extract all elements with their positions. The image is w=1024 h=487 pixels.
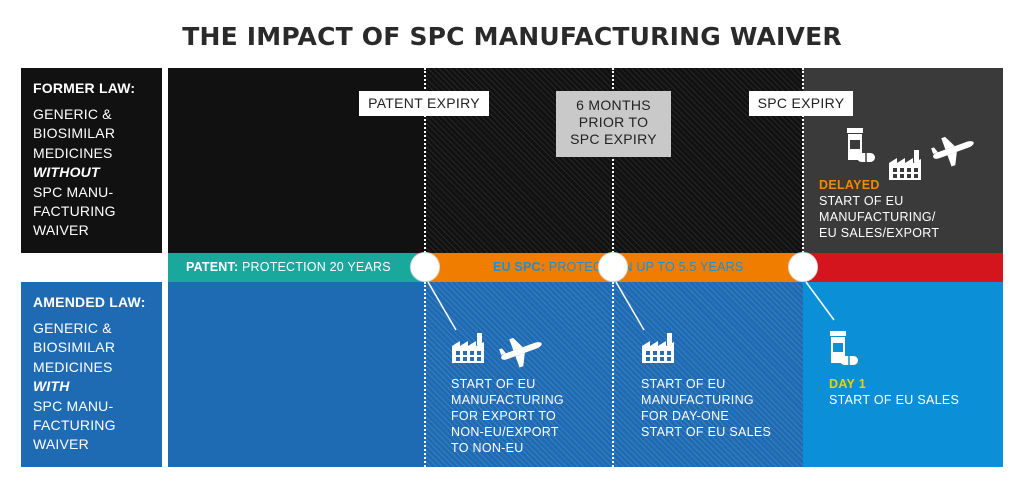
patent-protection-label: PATENT: PROTECTION 20 YEARS [186, 255, 391, 279]
amended-outcome-line: START OF EU SALES [641, 425, 772, 439]
page-title: THE IMPACT OF SPC MANUFACTURING WAIVER [182, 22, 842, 51]
former-outcome: DELAYED START OF EU MANUFACTURING/ EU SA… [819, 177, 939, 241]
spc-expiry-label: SPC EXPIRY [749, 91, 853, 116]
spc-expiry-marker [788, 252, 818, 282]
amended-outcome-line: START OF EU [641, 377, 726, 391]
amended-outcome-line: NON-EU/EXPORT [451, 425, 559, 439]
amended-outcome-line: START OF EU [451, 377, 536, 391]
factory-icon [889, 150, 921, 180]
six-months-marker [598, 252, 628, 282]
amended-law-line: WAIVER [33, 436, 89, 453]
amended-law-line: BIOSIMILAR [33, 339, 116, 356]
former-law-label: FORMER LAW: GENERIC & BIOSIMILAR MEDICIN… [21, 68, 162, 253]
amended-outcome-export: START OF EU MANUFACTURING FOR EXPORT TO … [451, 376, 564, 456]
amended-outcome-line: FOR EXPORT TO [451, 409, 557, 423]
timeline-patent-bar [168, 253, 425, 282]
six-months-label-line: SPC EXPIRY [570, 131, 657, 147]
amended-law-line: MEDICINES [33, 358, 113, 375]
former-law-heading: FORMER LAW: [33, 80, 136, 96]
amended-law-line: FACTURING [33, 417, 116, 434]
amended-outcome-line: FOR DAY-ONE [641, 409, 730, 423]
medicine-icon [847, 128, 875, 162]
former-outcome-line: START OF EU [819, 194, 904, 208]
amended-patent-period [168, 282, 425, 467]
six-months-label: 6 MONTHS PRIOR TO SPC EXPIRY [556, 91, 671, 157]
patent-expiry-line-bottom [424, 282, 426, 467]
amended-outcome-line: MANUFACTURING [641, 393, 754, 407]
spc-protection-text: PROTECTION UP TO 5.5 YEARS [545, 260, 744, 274]
patent-expiry-marker [410, 252, 440, 282]
factory-icon [452, 333, 484, 363]
patent-expiry-label: PATENT EXPIRY [359, 91, 489, 116]
former-outcome-line: MANUFACTURING/ [819, 210, 936, 224]
amended-law-line: GENERIC & [33, 320, 112, 336]
former-law-line: WAIVER [33, 222, 89, 239]
amended-law-heading: AMENDED LAW: [33, 294, 146, 310]
medicine-icon [830, 331, 858, 365]
patent-protection-keyword: PATENT: [186, 260, 239, 274]
connector-line-six-months [615, 281, 645, 331]
spc-protection-label: EU SPC: PROTECTION UP TO 5.5 YEARS [493, 255, 743, 279]
former-law-line-emphasis: WITHOUT [33, 164, 100, 181]
six-months-label-line: PRIOR TO [578, 114, 649, 130]
six-months-label-line: 6 MONTHS [576, 97, 651, 113]
patent-expiry-line-top [424, 68, 426, 253]
amended-outcome-line: START OF EU SALES [829, 393, 960, 407]
former-law-line: GENERIC & [33, 106, 112, 122]
amended-outcome-line: MANUFACTURING [451, 393, 564, 407]
six-months-line-bottom [612, 282, 614, 467]
amended-law-line: SPC MANU- [33, 397, 114, 414]
amended-post-spc-period [803, 282, 1003, 467]
former-outcome-line: EU SALES/EXPORT [819, 226, 940, 240]
amended-outcome-day-one: START OF EU MANUFACTURING FOR DAY-ONE ST… [641, 376, 771, 440]
delayed-keyword: DELAYED [819, 178, 880, 192]
former-law-line: BIOSIMILAR [33, 125, 116, 142]
airplane-icon [931, 136, 974, 167]
former-law-line: FACTURING [33, 203, 116, 220]
amended-law-label: AMENDED LAW: GENERIC & BIOSIMILAR MEDICI… [21, 282, 162, 467]
factory-icon [642, 333, 674, 363]
amended-spc-period [425, 282, 803, 467]
amended-outcome-line: TO NON-EU [451, 441, 524, 455]
former-law-line: SPC MANU- [33, 183, 114, 200]
timeline-post-bar [803, 253, 1003, 282]
six-months-line-top [612, 68, 614, 253]
spc-protection-keyword: EU SPC: [493, 260, 546, 274]
patent-protection-text: PROTECTION 20 YEARS [238, 260, 391, 274]
connector-line-spc [805, 281, 835, 321]
connector-line-patent [427, 281, 457, 331]
amended-law-line-emphasis: WITH [33, 378, 70, 395]
spc-expiry-line-top [802, 68, 804, 253]
day-one-keyword: DAY 1 [829, 377, 866, 391]
airplane-icon [499, 337, 542, 368]
former-law-line: MEDICINES [33, 144, 113, 161]
amended-outcome-sales: DAY 1 START OF EU SALES [829, 376, 959, 408]
